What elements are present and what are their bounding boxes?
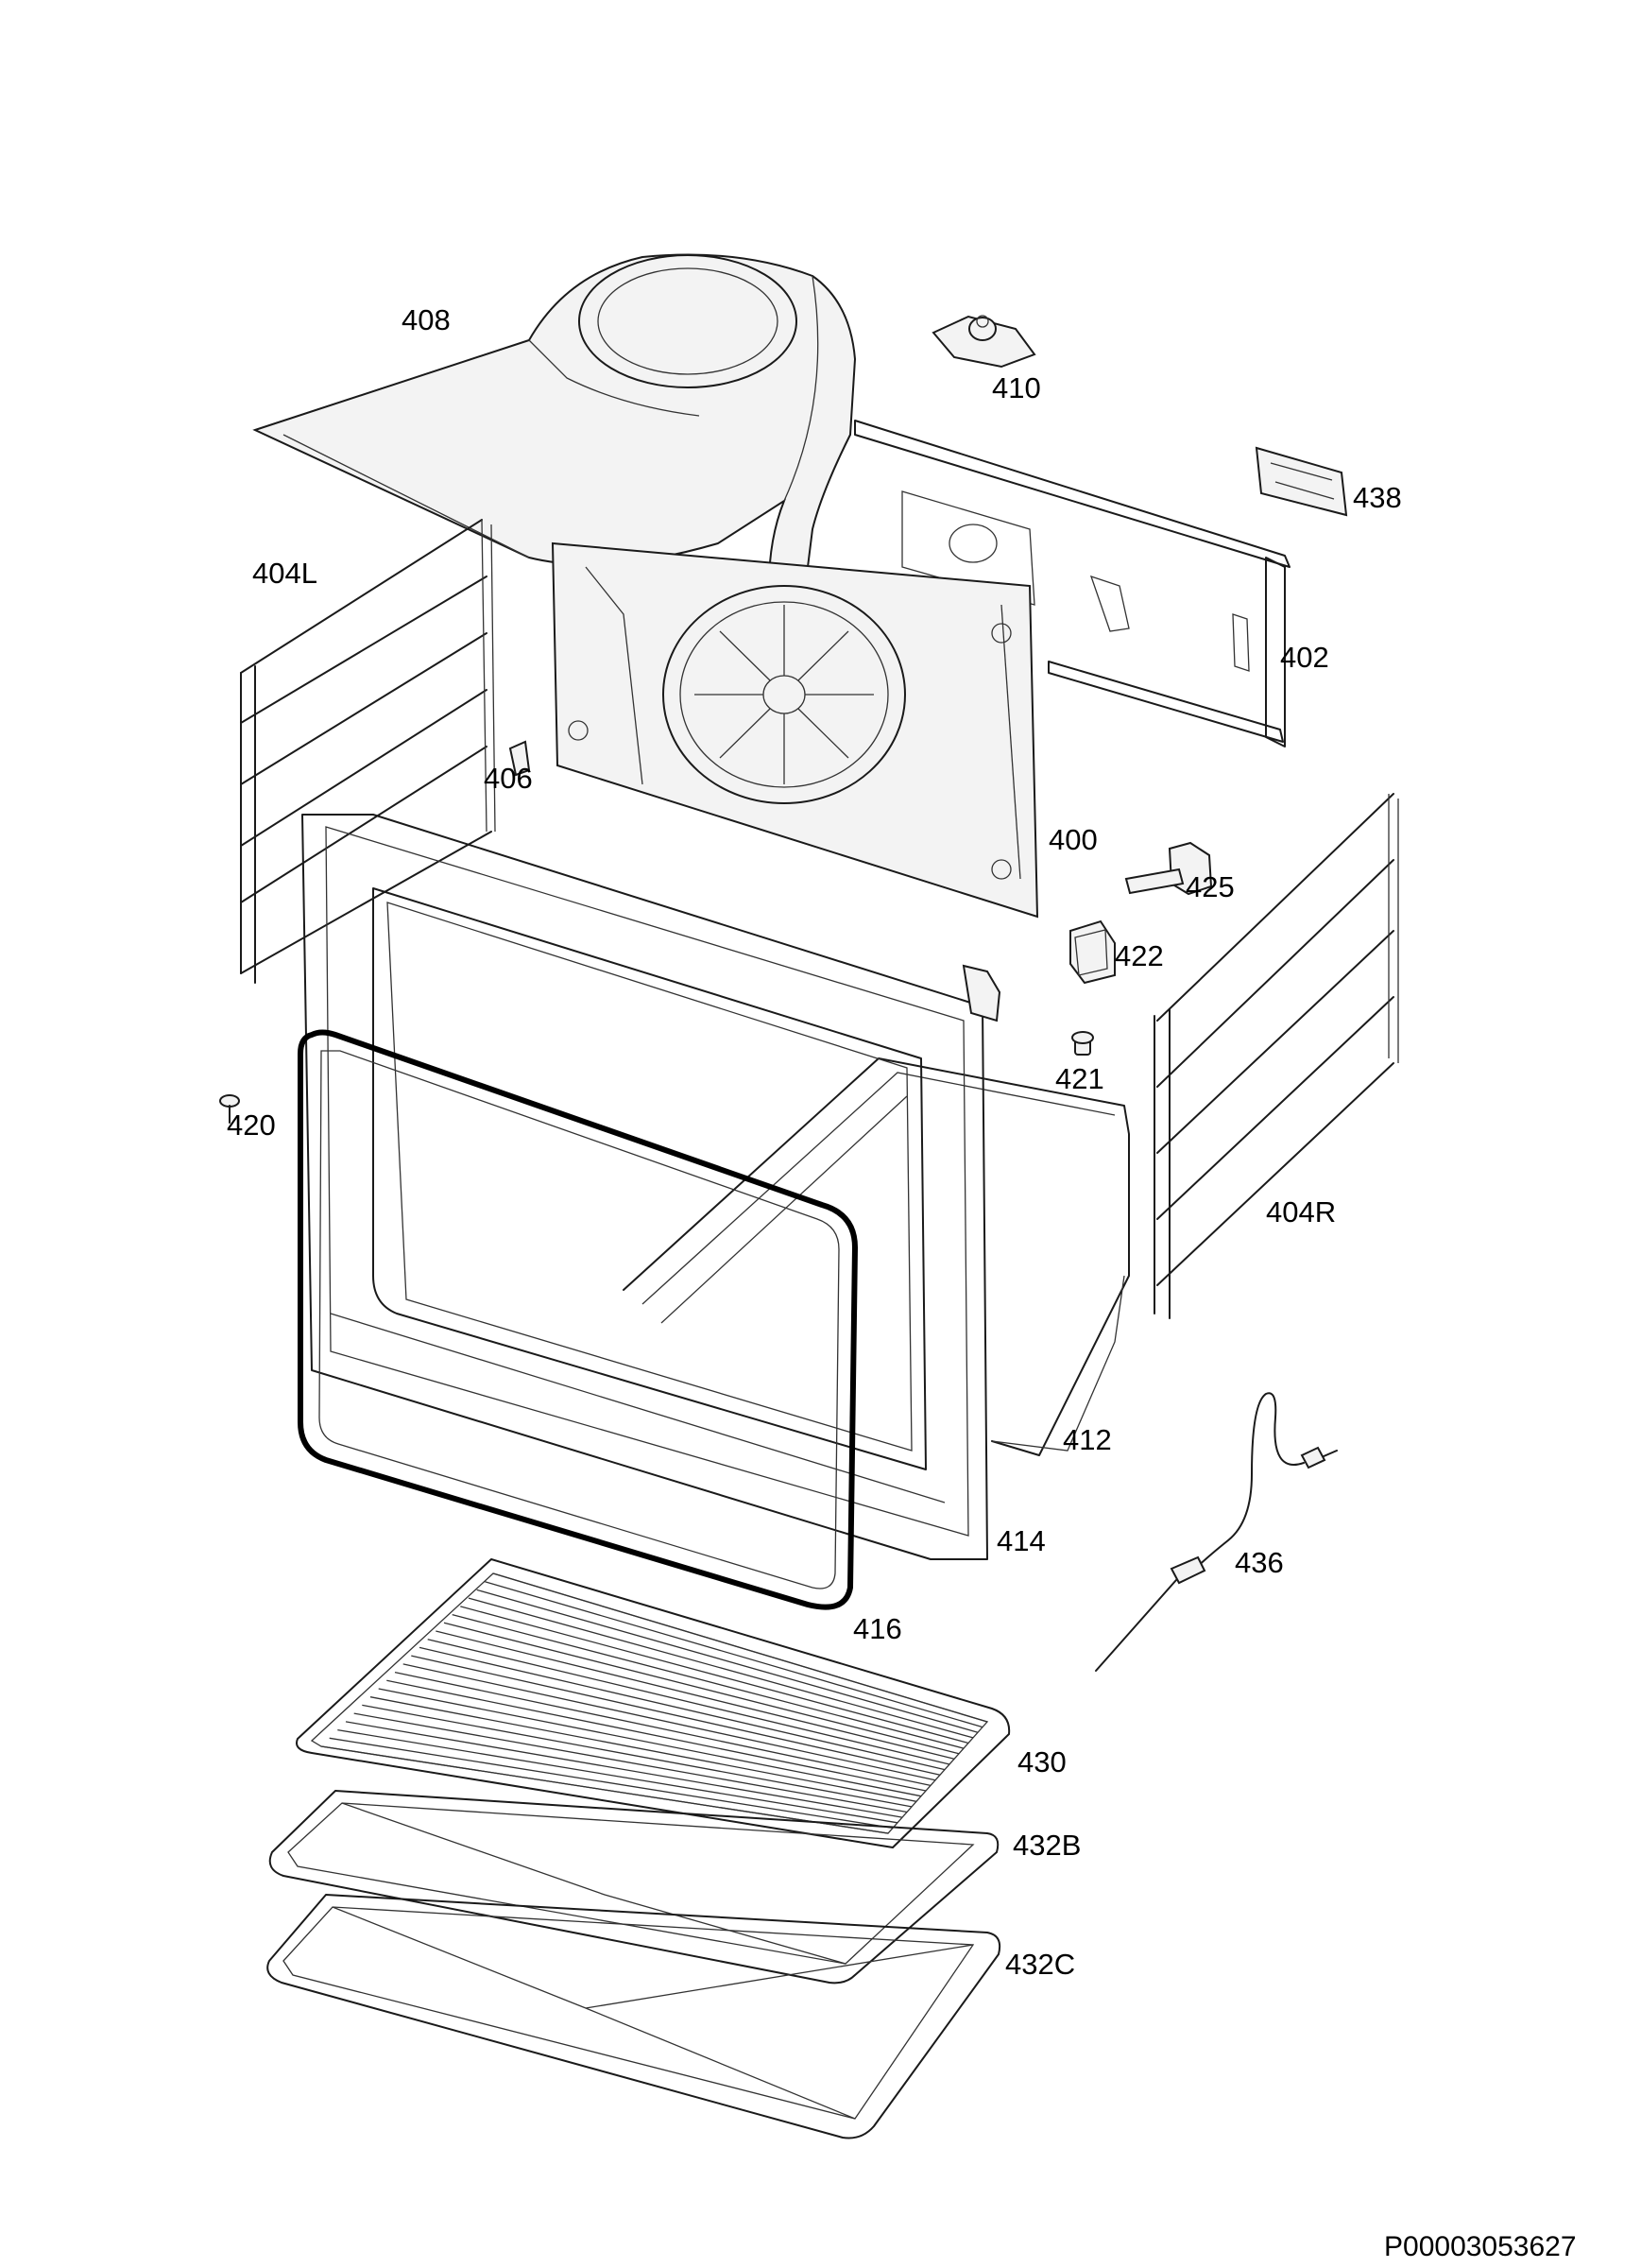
part-404R-right-shelf-support [1154, 793, 1399, 1319]
part-432C-deep-tray [266, 1894, 1001, 2139]
label-432C: 432C [1005, 1948, 1076, 1981]
label-414: 414 [997, 1524, 1046, 1557]
part-402-rear-rail [854, 420, 1291, 747]
part-404L-left-shelf-support [240, 519, 496, 984]
part-412-cavity-floor [623, 1057, 1130, 1456]
label-408: 408 [402, 303, 451, 336]
label-406: 406 [484, 762, 533, 795]
label-404R: 404R [1266, 1195, 1337, 1228]
label-404L: 404L [252, 557, 317, 590]
label-436: 436 [1235, 1546, 1284, 1579]
part-420-screw [219, 1094, 240, 1124]
part-436-meat-probe [1095, 1392, 1338, 1672]
label-430: 430 [1017, 1745, 1067, 1778]
label-421: 421 [1055, 1062, 1104, 1095]
label-438: 438 [1353, 481, 1402, 514]
part-410-motor-mount [932, 315, 1036, 369]
part-416-door-gasket[interactable] [298, 1029, 858, 1610]
part-422-lamp-socket [1069, 919, 1116, 985]
part-425-lamp-holder [1124, 841, 1213, 896]
part-438-bracket [1255, 446, 1348, 517]
part-406-clip [508, 740, 531, 777]
label-420: 420 [227, 1108, 276, 1142]
label-425: 425 [1186, 870, 1235, 903]
label-402: 402 [1280, 641, 1329, 674]
label-412: 412 [1063, 1423, 1112, 1456]
part-432B-shallow-tray [268, 1790, 1000, 1984]
part-430-wire-shelf [296, 1558, 1011, 1848]
part-400-back-panel [551, 541, 1039, 919]
document-id: P00003053627 [1384, 2231, 1577, 2262]
label-400: 400 [1049, 823, 1098, 856]
label-416: 416 [853, 1612, 902, 1645]
label-422: 422 [1115, 939, 1164, 972]
part-408-fan-cover [252, 253, 857, 611]
label-432B: 432B [1013, 1829, 1082, 1862]
label-410: 410 [992, 371, 1041, 404]
part-414-front-frame [301, 814, 1001, 1560]
part-421-screw [1071, 1031, 1094, 1056]
